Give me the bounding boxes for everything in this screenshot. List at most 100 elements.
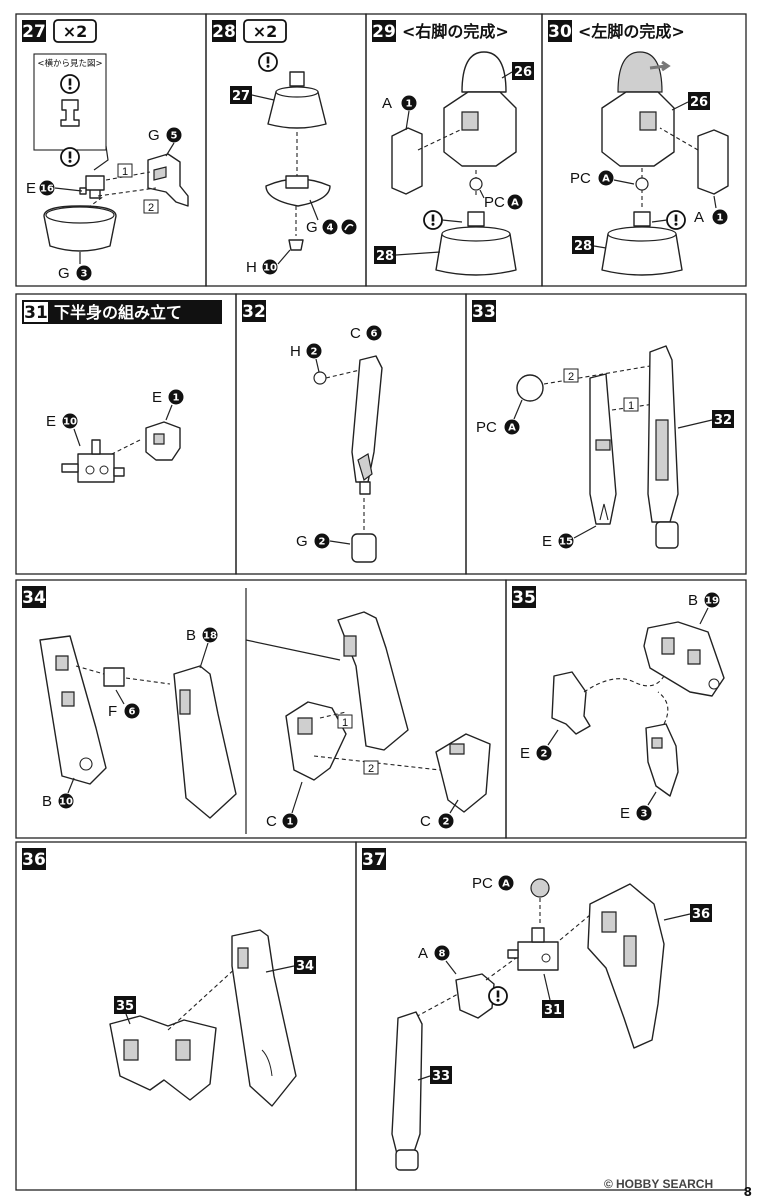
part-letter: PC bbox=[472, 875, 493, 892]
multiplier-badge: ×2 bbox=[253, 22, 278, 41]
step-number: 27 bbox=[22, 22, 46, 42]
arrow-icon bbox=[649, 60, 671, 72]
part-e2 bbox=[551, 671, 591, 735]
part-letter: PC bbox=[476, 419, 497, 436]
watermark: © bbox=[604, 1177, 613, 1191]
step-number: 29 bbox=[372, 22, 396, 42]
part-letter: C bbox=[420, 813, 431, 830]
part-number: 16 bbox=[40, 184, 54, 195]
part-26-top bbox=[617, 51, 663, 93]
ref-step-badge: 26 bbox=[514, 65, 532, 80]
step-29: 29 <右脚の完成> 26 A 1 PC A 28 bbox=[372, 20, 534, 276]
part-26 bbox=[601, 91, 675, 167]
step-title: 下半身の組み立て bbox=[54, 303, 182, 322]
step-number: 35 bbox=[512, 588, 536, 608]
part-number: 10 bbox=[59, 797, 73, 808]
part-pc-a bbox=[469, 177, 483, 191]
part-e10 bbox=[77, 453, 115, 483]
panel-frames bbox=[15, 13, 747, 1191]
caution-icon bbox=[423, 210, 443, 230]
part-a1 bbox=[697, 129, 729, 195]
part-number: 6 bbox=[371, 329, 378, 340]
ref-step-badge: 35 bbox=[116, 999, 134, 1014]
part-letter: C bbox=[350, 325, 361, 342]
side-view-inset: <横から見た図> bbox=[33, 53, 107, 151]
part-number: 1 bbox=[173, 393, 180, 404]
step-number: 34 bbox=[22, 588, 46, 608]
part-letter: E bbox=[152, 389, 162, 406]
part-b18 bbox=[173, 665, 237, 819]
ref-step-badge: 28 bbox=[376, 249, 394, 264]
part-number: 15 bbox=[559, 537, 573, 548]
order-marker: 1 bbox=[122, 166, 128, 178]
part-e3 bbox=[645, 723, 679, 797]
part-f6 bbox=[103, 667, 125, 687]
step-34: 34 B 10 F 6 B 18 C 1 1 2 bbox=[22, 586, 491, 834]
part-number: 2 bbox=[319, 537, 326, 548]
part-letter: G bbox=[148, 127, 160, 144]
caution-icon bbox=[258, 52, 278, 72]
part-number: 1 bbox=[406, 99, 413, 110]
part-number: 4 bbox=[327, 223, 334, 234]
part-letter: E bbox=[620, 805, 630, 822]
caution-icon bbox=[60, 74, 80, 94]
watermark: HOBBY SEARCH bbox=[616, 1177, 713, 1191]
part-number: 18 bbox=[203, 631, 217, 642]
part-33 bbox=[391, 1011, 423, 1159]
part-pc-a bbox=[635, 177, 649, 191]
part-b10-assembled bbox=[337, 611, 409, 751]
step-number: 32 bbox=[242, 302, 266, 322]
step-37: 37 PC A 31 36 A 8 33 bbox=[362, 848, 712, 1171]
part-g2 bbox=[351, 533, 377, 563]
order-marker: 2 bbox=[568, 371, 574, 383]
part-letter: E bbox=[26, 180, 36, 197]
part-number: 5 bbox=[171, 131, 178, 142]
caution-icon bbox=[60, 147, 80, 167]
part-letter: H bbox=[290, 343, 301, 360]
ref-step-badge: 36 bbox=[692, 907, 710, 922]
part-26 bbox=[443, 91, 517, 167]
step-33: 33 PC A 2 1 E 15 32 bbox=[472, 300, 734, 550]
part-number: A bbox=[508, 423, 516, 434]
part-number: 3 bbox=[641, 809, 648, 820]
part-letter: A bbox=[382, 95, 392, 112]
part-number: 10 bbox=[63, 417, 77, 428]
part-number: A bbox=[602, 174, 610, 185]
step-28: 28 ×2 27 G 4 H 10 bbox=[212, 19, 357, 276]
ref-step-badge: 27 bbox=[232, 89, 250, 104]
part-letter: G bbox=[306, 219, 318, 236]
order-marker: 2 bbox=[148, 202, 154, 214]
step-27: 27 ×2 <横から見た図> E 16 G 5 1 2 G bbox=[22, 19, 189, 282]
part-letter: A bbox=[418, 945, 428, 962]
part-number: 1 bbox=[287, 817, 294, 828]
part-letter: A bbox=[694, 209, 704, 226]
step-30: 30 <左脚の完成> 26 A 1 PC A 28 bbox=[548, 20, 729, 276]
ref-step-badge: 34 bbox=[296, 959, 314, 974]
part-letter: B bbox=[186, 627, 196, 644]
step-36: 36 35 34 bbox=[22, 848, 316, 1107]
ref-step-badge: 31 bbox=[544, 1003, 562, 1018]
part-number: A bbox=[502, 879, 510, 890]
part-pc-a bbox=[530, 878, 550, 898]
part-number: 2 bbox=[541, 749, 548, 760]
caution-icon bbox=[666, 210, 686, 230]
part-letter: G bbox=[296, 533, 308, 550]
step-number: 33 bbox=[472, 302, 496, 322]
part-31 bbox=[517, 941, 559, 971]
part-letter: G bbox=[58, 265, 70, 282]
rotate-icon bbox=[341, 219, 357, 235]
footer: © HOBBY SEARCH 8 bbox=[604, 1177, 752, 1199]
inset-title: <横から見た図> bbox=[37, 58, 102, 69]
step-35: 35 B 19 E 2 E 3 bbox=[512, 586, 725, 822]
order-marker: 2 bbox=[368, 763, 374, 775]
ref-step-badge: 32 bbox=[714, 413, 732, 428]
part-number: 3 bbox=[81, 269, 88, 280]
part-letter: B bbox=[42, 793, 52, 810]
caution-icon bbox=[488, 986, 508, 1006]
part-number: 19 bbox=[705, 596, 719, 607]
ref-step-badge: 33 bbox=[432, 1069, 450, 1084]
part-b10 bbox=[39, 635, 107, 785]
part-number: A bbox=[511, 198, 519, 209]
step-number: 30 bbox=[548, 22, 572, 42]
page-number: 8 bbox=[744, 1185, 752, 1199]
